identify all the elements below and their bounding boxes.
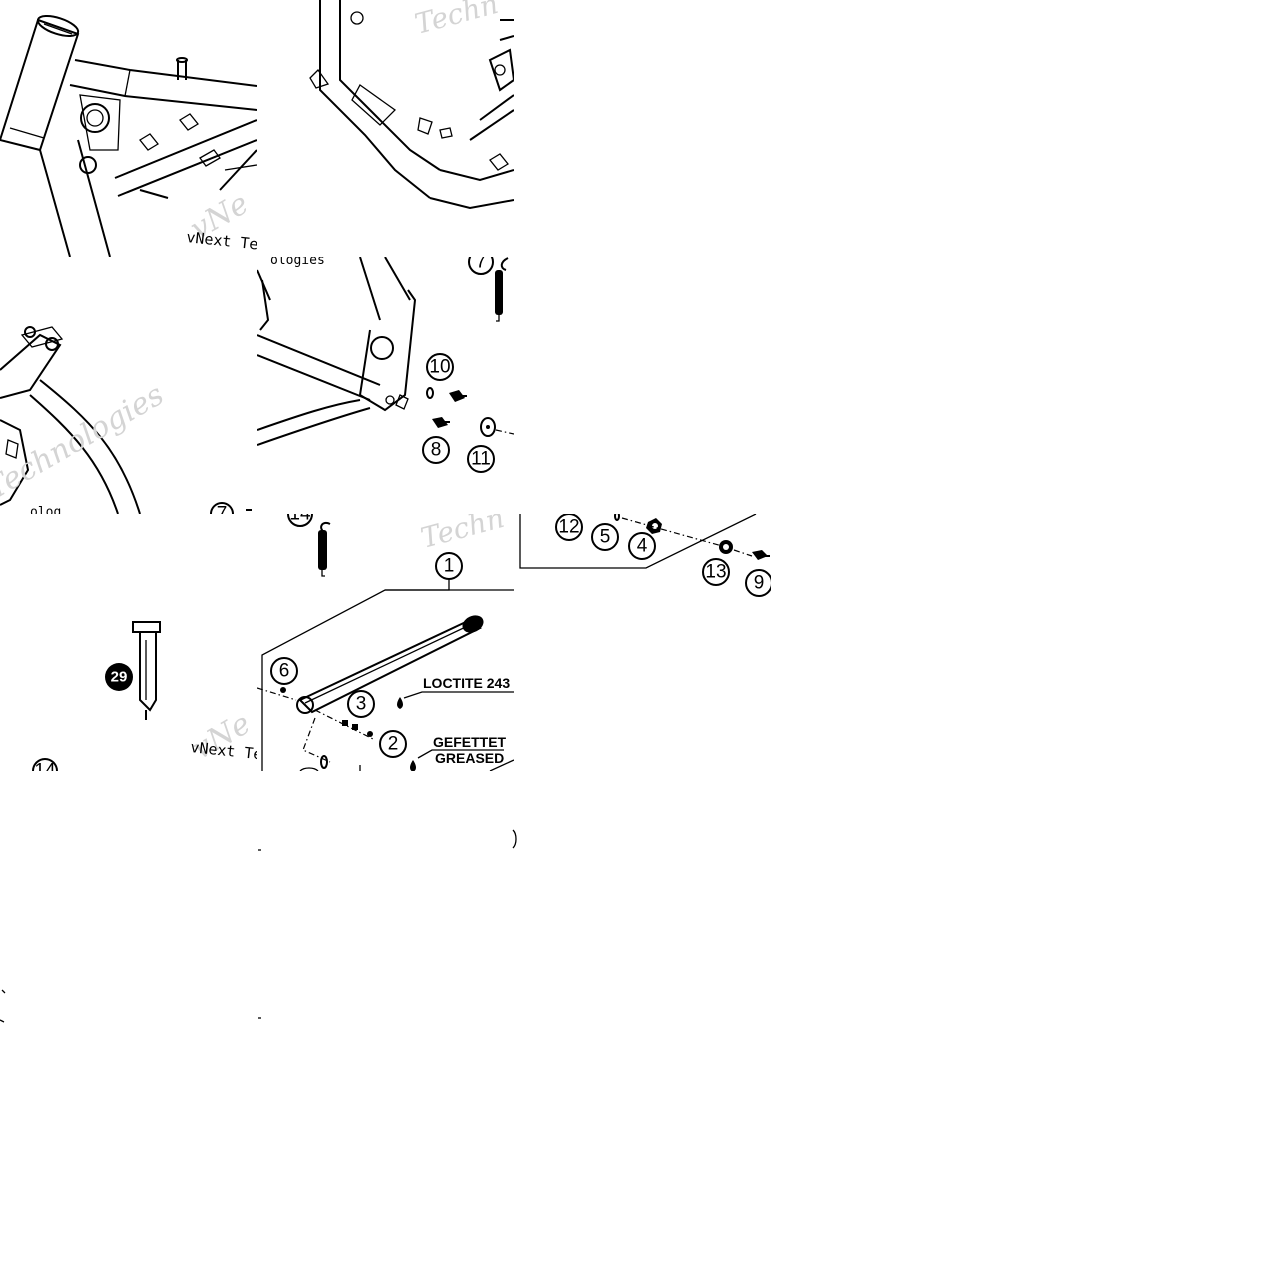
callout-10: 10 <box>429 357 450 378</box>
callout-7: 7 <box>476 252 487 273</box>
tile-tool: 29 vNe vNext Te 14 <box>32 621 257 782</box>
tile-frame-head: vNe vNext Te <box>0 14 260 257</box>
callout-3: 3 <box>356 694 367 715</box>
callout-4: 4 <box>637 536 648 557</box>
callout-11: 11 <box>471 449 491 470</box>
watermark: olog <box>30 505 61 520</box>
callout-6: 6 <box>279 661 290 682</box>
callout-29: 29 <box>111 669 128 686</box>
watermark: ologies <box>270 253 325 268</box>
tile-frame-side: Technologies olog 7 <box>0 326 252 525</box>
callout-14: 14 <box>34 761 56 782</box>
tile-side-stand: 14 Techn 1 6 3 2 LOCTITE 243 <box>257 501 514 771</box>
watermark: Technologies <box>0 377 170 507</box>
tile-stand-mount: ologies 7 10 8 11 <box>257 252 514 473</box>
tile-rear-frame: Techn <box>309 0 514 210</box>
callout-8: 8 <box>431 440 442 461</box>
callout-2: 2 <box>388 734 399 755</box>
callout-12: 12 <box>558 517 579 538</box>
watermark: Techn <box>411 0 501 41</box>
tile-fasteners: 12 5 4 13 9 <box>519 514 771 597</box>
callout-5: 5 <box>600 527 611 548</box>
callout-9: 9 <box>754 573 765 594</box>
callout-7: 7 <box>217 504 228 525</box>
watermark: vNext Te <box>186 228 260 253</box>
loctite-note: LOCTITE 243 <box>423 675 510 691</box>
callout-14: 14 <box>289 504 311 525</box>
callout-13: 13 <box>705 562 726 583</box>
watermark: Techn <box>417 501 507 555</box>
greased-note-en: GREASED <box>435 750 504 766</box>
callout-1: 1 <box>444 556 455 577</box>
stray-fragments <box>0 829 517 1023</box>
greased-note-de: GEFETTET <box>433 734 507 750</box>
